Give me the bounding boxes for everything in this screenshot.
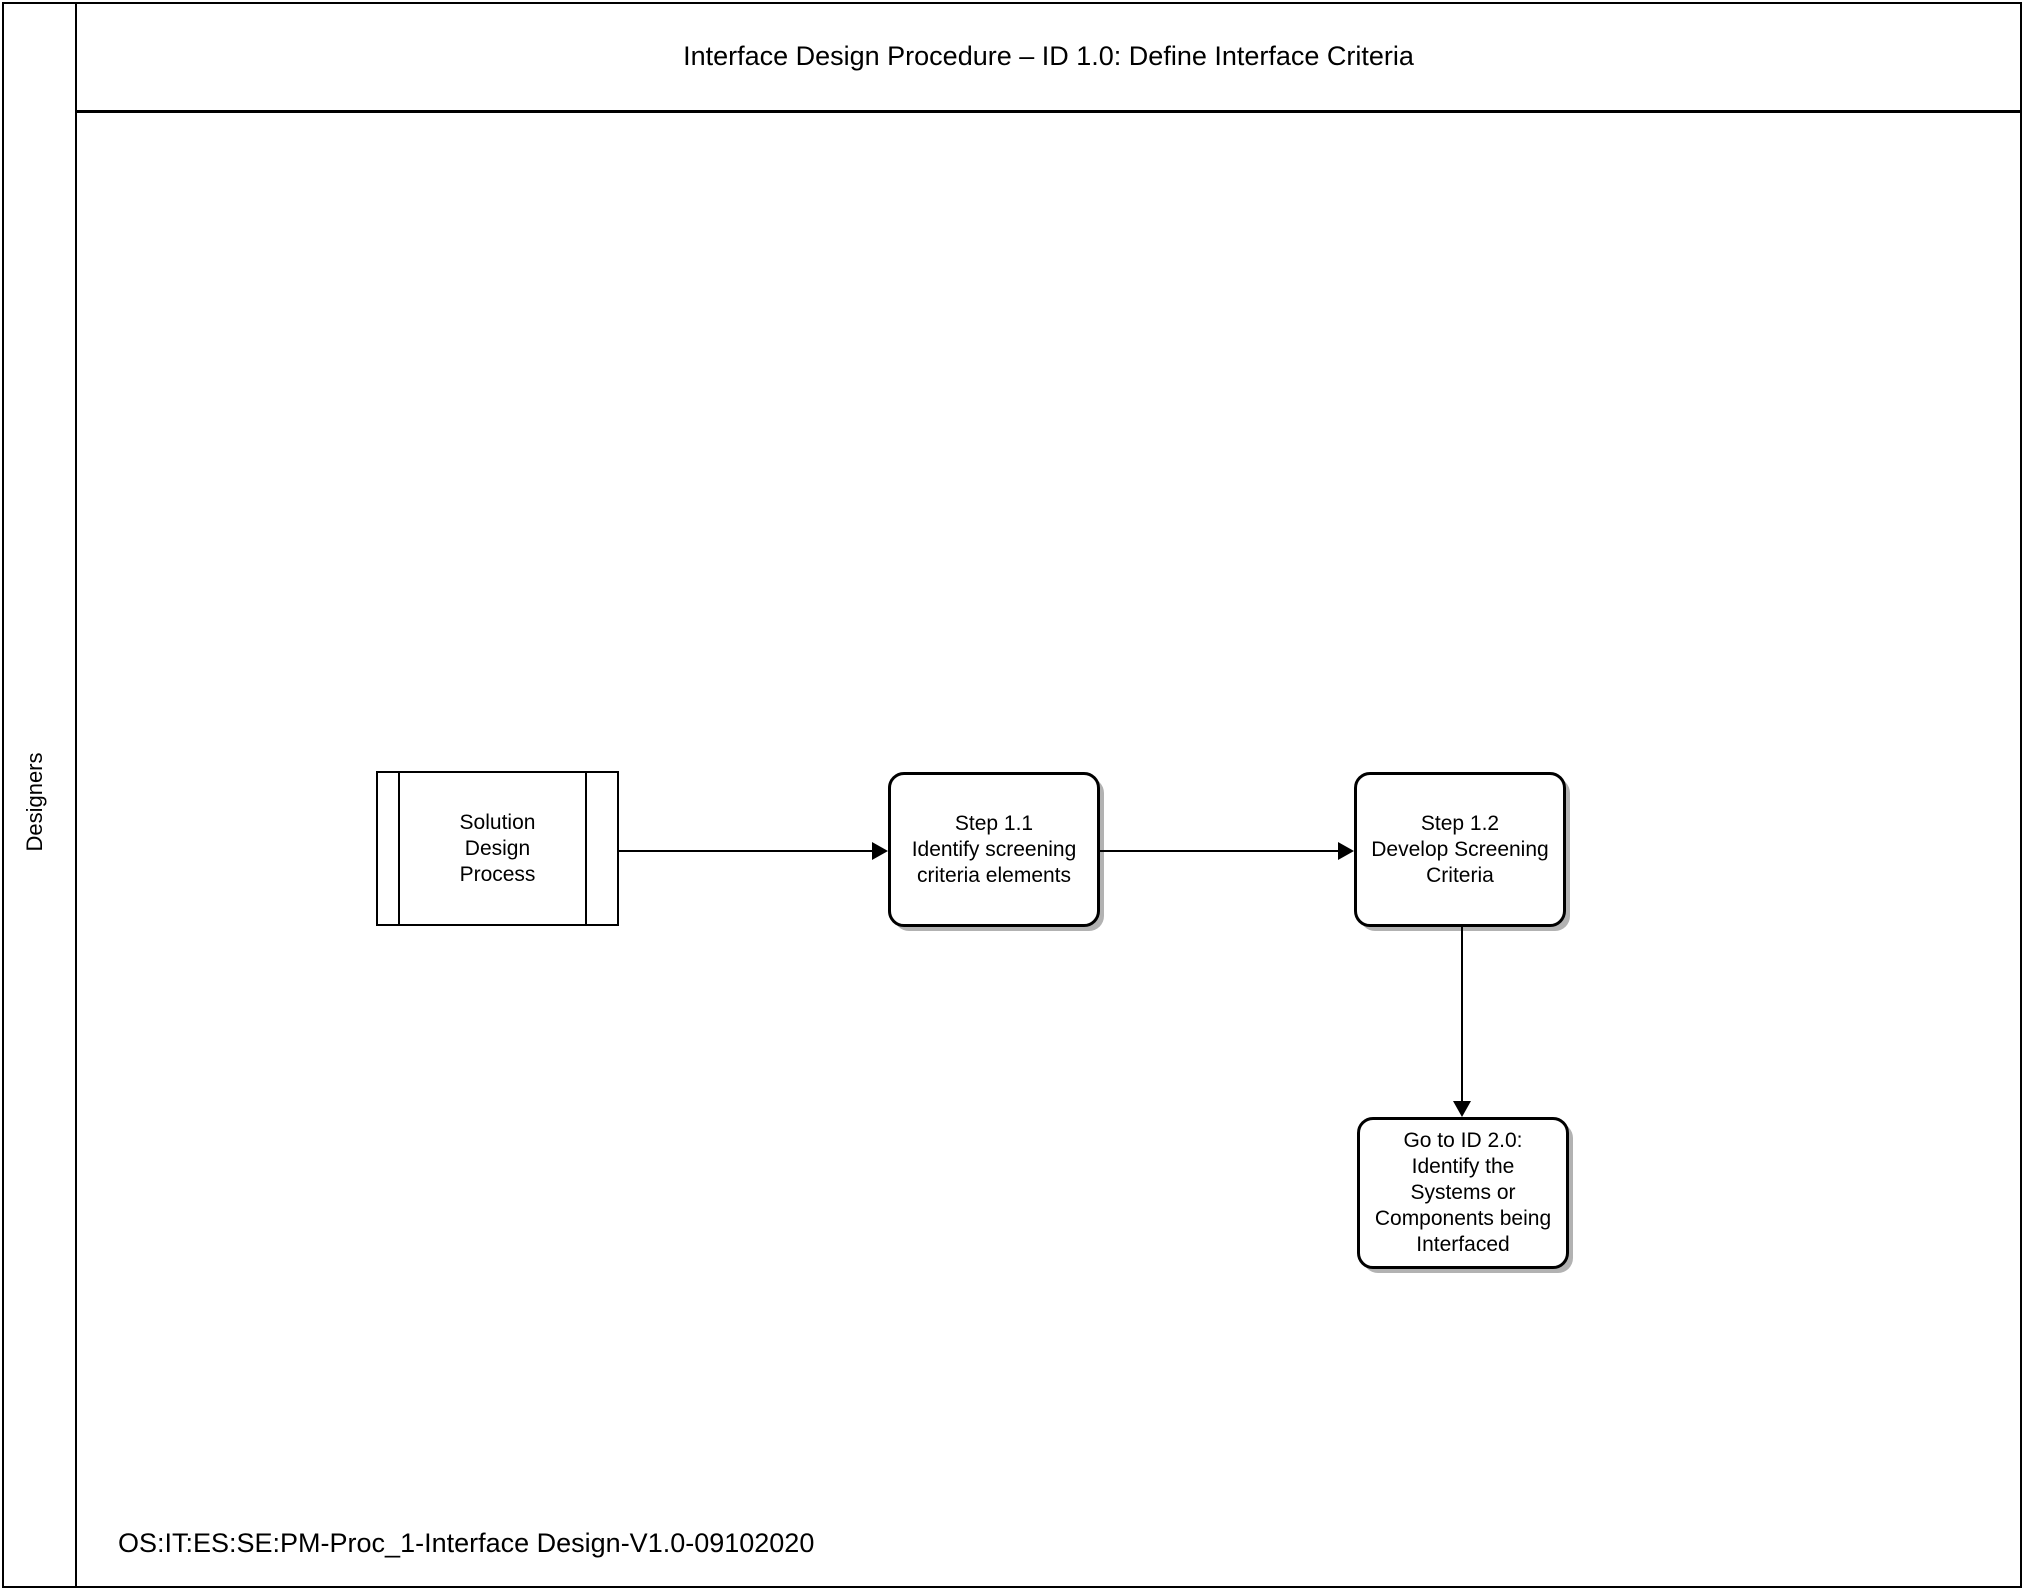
- title-separator-rule: [75, 110, 2022, 113]
- connector-step11-to-step12-arrowhead: [1338, 842, 1354, 860]
- node-step-1-2[interactable]: Step 1.2 Develop Screening Criteria: [1354, 772, 1566, 927]
- page-title: Interface Design Procedure – ID 1.0: Def…: [683, 41, 1414, 71]
- swimlane-divider: [75, 2, 77, 1588]
- node-label: Step 1.2 Develop Screening Criteria: [1371, 811, 1549, 887]
- node-label: Solution Design Process: [459, 810, 536, 886]
- connector-step12-to-goto-arrowhead: [1453, 1101, 1471, 1117]
- connector-solution-to-step11-arrowhead: [872, 842, 888, 860]
- connector-step12-to-goto-line: [1461, 927, 1463, 1105]
- connector-step11-to-step12-line: [1100, 850, 1342, 852]
- predefined-process-bar-right: [585, 773, 587, 924]
- node-label: Go to ID 2.0: Identify the Systems or Co…: [1374, 1129, 1552, 1256]
- node-solution-design-process[interactable]: Solution Design Process: [376, 771, 619, 926]
- connector-solution-to-step11-line: [619, 850, 877, 852]
- node-step-1-1[interactable]: Step 1.1 Identify screening criteria ele…: [888, 772, 1100, 927]
- node-go-to-id-2-0[interactable]: Go to ID 2.0: Identify the Systems or Co…: [1357, 1117, 1569, 1269]
- node-label: Step 1.1 Identify screening criteria ele…: [911, 811, 1077, 887]
- swimlane-label-designers: Designers: [22, 752, 47, 852]
- predefined-process-bar-left: [398, 773, 400, 924]
- footer-document-id: OS:IT:ES:SE:PM-Proc_1-Interface Design-V…: [118, 1528, 815, 1558]
